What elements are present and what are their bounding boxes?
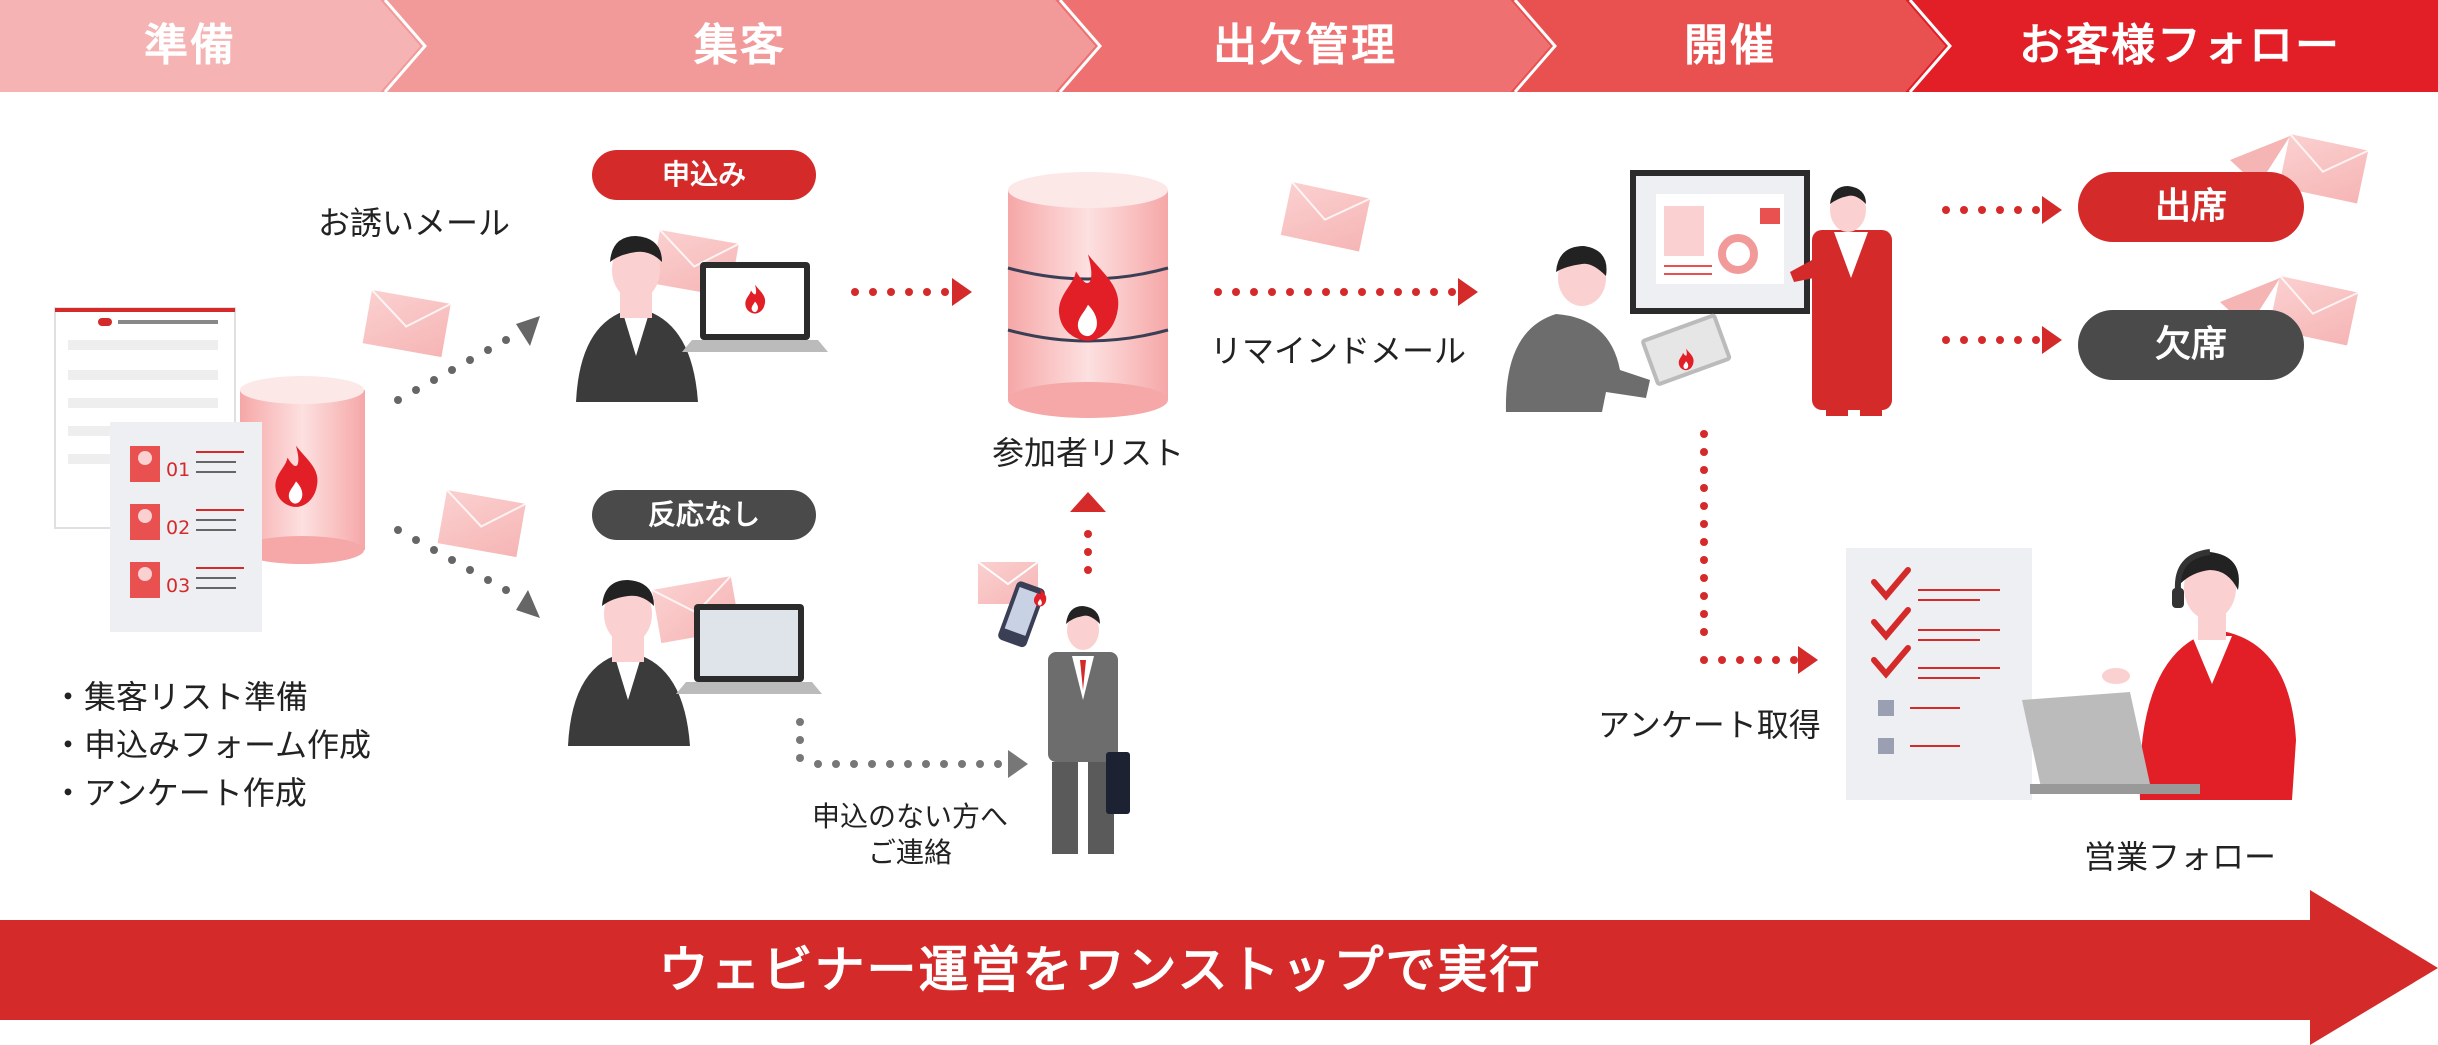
stage-label-prep: 準備 <box>144 20 236 71</box>
list-number-2: 02 <box>166 517 190 539</box>
stage-3-shape <box>1055 0 1550 92</box>
invite-mail-label: お誘いメール <box>318 204 510 242</box>
participant-list-label: 参加者リスト <box>992 434 1184 472</box>
stage-4-shape <box>1510 0 1945 92</box>
mail-icon <box>361 289 452 359</box>
onestop-banner-text: ウェビナー運営をワンストップで実行 <box>658 941 1542 999</box>
stage-2-shape <box>380 0 1095 92</box>
no-response-badge: 反応なし <box>592 490 816 540</box>
arrow-to-applied <box>394 316 540 404</box>
reminder-mail-label: リマインドメール <box>1210 332 1466 370</box>
list-number-1: 01 <box>166 459 190 481</box>
flow-diagram: 01 02 03 <box>54 133 2370 876</box>
absent-badge: 欠席 <box>2078 310 2304 380</box>
stage-bar <box>0 0 2438 92</box>
arrow-to-absent <box>1942 326 2062 354</box>
mail-icon <box>436 489 527 559</box>
arrow-reminder <box>1214 278 1478 306</box>
arrow-to-phone-contact <box>796 718 1028 778</box>
stage-5-shape <box>1905 0 2438 92</box>
arrow-to-present <box>1942 196 2062 224</box>
non-respondent-person <box>568 575 822 746</box>
prep-task-3: ・アンケート作成 <box>52 774 307 812</box>
arrow-up-to-participant-list <box>1070 492 1106 574</box>
participant-database <box>1007 172 1169 418</box>
stage-label-event: 開催 <box>1684 20 1776 71</box>
stage-label-collect: 集客 <box>694 20 786 71</box>
stage-label-attendance: 出欠管理 <box>1213 20 1397 71</box>
list-number-3: 03 <box>166 575 190 597</box>
webinar-scene <box>1505 170 1892 416</box>
contact-label-line1: 申込のない方へ <box>812 800 1008 833</box>
stage-label-follow: お客様フォロー <box>2019 20 2341 71</box>
sales-follow-label: 営業フォロー <box>2084 838 2276 876</box>
stage-1-shape <box>0 0 420 92</box>
survey-sheet <box>1846 548 2032 800</box>
arrow-to-participant-list <box>851 278 972 306</box>
survey-label: アンケート取得 <box>1598 706 1821 744</box>
applicant-person <box>576 229 828 402</box>
customer-list-card <box>110 422 262 632</box>
prep-task-2: ・申込みフォーム作成 <box>52 726 372 764</box>
mail-icon <box>1279 181 1372 253</box>
phone-contact-person <box>977 561 1130 854</box>
sales-person <box>2022 549 2296 800</box>
contact-label-line2: ご連絡 <box>868 836 952 869</box>
applied-badge: 申込み <box>592 150 816 200</box>
onestop-banner-arrow <box>0 890 2438 1045</box>
arrow-to-survey <box>1700 430 1818 674</box>
arrow-to-no-response <box>394 526 540 618</box>
present-badge: 出席 <box>2078 172 2304 242</box>
prep-task-1: ・集客リスト準備 <box>52 678 309 716</box>
